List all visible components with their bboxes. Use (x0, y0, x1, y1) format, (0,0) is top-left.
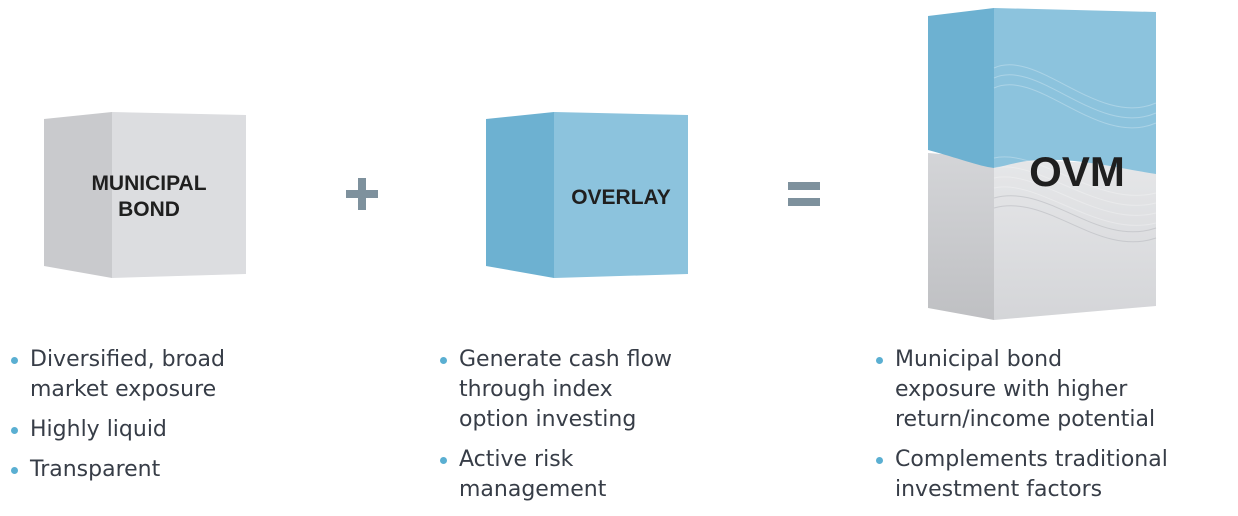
bullet-dot-icon (876, 457, 883, 464)
overlay-bullets: Generate cash flow through index option … (437, 345, 757, 515)
municipal-bond-cube: MUNICIPAL BOND (44, 112, 246, 278)
bullet-dot-icon (11, 467, 18, 474)
list-item: Generate cash flow through index option … (437, 345, 757, 435)
equals-icon (788, 182, 820, 206)
list-item: Municipal bond exposure with higher retu… (873, 345, 1235, 435)
ovm-bullets: Municipal bond exposure with higher retu… (873, 345, 1235, 515)
municipal-bond-label: MUNICIPAL BOND (91, 172, 207, 221)
municipal-bond-bullets: Diversified, broad market exposure Highl… (8, 345, 308, 495)
ovm-cube: OVM (928, 8, 1157, 320)
bullet-dot-icon (440, 457, 447, 464)
list-item: Highly liquid (8, 415, 308, 445)
bullet-dot-icon (11, 427, 18, 434)
ovm-label: OVM (1029, 148, 1125, 195)
overlay-cube: OVERLAY (486, 112, 688, 278)
overlay-cube-shape (486, 112, 688, 278)
overlay-label: OVERLAY (571, 186, 671, 209)
municipal-bond-cube-shape (44, 112, 246, 278)
bullet-dot-icon (11, 357, 18, 364)
bullet-dot-icon (876, 357, 883, 364)
ovm-cube-shape (928, 8, 1157, 320)
plus-icon (346, 178, 378, 210)
list-item: Complements traditional investment facto… (873, 445, 1235, 505)
list-item: Diversified, broad market exposure (8, 345, 308, 405)
list-item: Active risk management (437, 445, 757, 505)
bullet-dot-icon (440, 357, 447, 364)
list-item: Transparent (8, 455, 308, 485)
